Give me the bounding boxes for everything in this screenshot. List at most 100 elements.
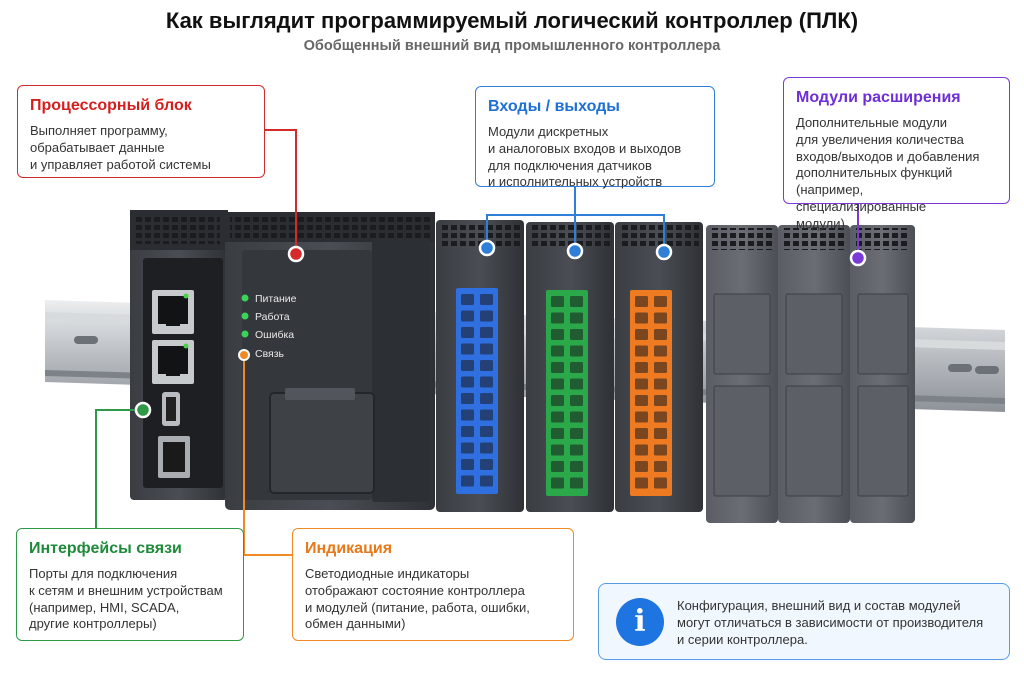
expansion-module-2 xyxy=(778,225,850,523)
terminal-screw-icon xyxy=(480,376,493,388)
terminal-screw-icon xyxy=(570,345,583,357)
callout-expansion: Модули расширения Дополнительные модули … xyxy=(783,77,1010,231)
terminal-screw-icon xyxy=(635,411,648,423)
terminal-screw-icon xyxy=(635,444,648,456)
terminal-screw-icon xyxy=(654,477,667,489)
terminal-screw-icon xyxy=(570,312,583,324)
terminal-screw-icon xyxy=(635,461,648,472)
terminal-screw-icon xyxy=(461,393,474,404)
led-label-error: Ошибка xyxy=(255,329,294,341)
terminal-screw-icon xyxy=(461,475,474,487)
terminal-screw-icon xyxy=(654,378,667,390)
cpu-hatch xyxy=(269,392,375,494)
terminal-screw-icon xyxy=(551,428,564,439)
terminal-screw-icon xyxy=(461,426,474,437)
terminal-screw-icon xyxy=(461,343,474,355)
terminal-screw-icon xyxy=(654,444,667,456)
terminal-screw-icon xyxy=(480,393,493,404)
callout-comms-body: Порты для подключения к сетям и внешним … xyxy=(29,565,223,632)
terminal-screw-icon xyxy=(551,345,564,357)
terminal-screw-icon xyxy=(635,395,648,406)
callout-comms: Интерфейсы связи Порты для подключения к… xyxy=(16,528,244,641)
terminal-screw-icon xyxy=(570,411,583,423)
callout-io: Входы / выходы Модули дискретных и анало… xyxy=(475,86,715,189)
terminal-screw-icon xyxy=(551,477,564,489)
led-error-icon xyxy=(241,330,249,338)
callout-indication-title: Индикация xyxy=(305,540,393,557)
terminal-screw-icon xyxy=(551,395,564,406)
callout-expansion-body: Дополнительные модули для увеличения кол… xyxy=(796,114,980,232)
expansion-module-1 xyxy=(706,225,778,523)
terminal-screw-icon xyxy=(635,378,648,390)
info-note-text: Конфигурация, внешний вид и состав модул… xyxy=(677,598,984,647)
cpu-module xyxy=(225,212,435,510)
marker-expansion-icon xyxy=(849,249,867,267)
terminal-screw-icon xyxy=(570,477,583,489)
callout-io-title: Входы / выходы xyxy=(488,98,620,115)
led-label-run: Работа xyxy=(255,311,290,323)
terminal-screw-icon xyxy=(461,376,474,388)
terminal-screw-icon xyxy=(635,296,648,307)
led-power-icon xyxy=(241,294,249,302)
page-title: Как выглядит программируемый логический … xyxy=(165,8,859,33)
terminal-screw-icon xyxy=(635,362,648,373)
info-note: i Конфигурация, внешний вид и состав мод… xyxy=(598,583,1010,660)
marker-io3-icon xyxy=(655,243,673,261)
expansion-module-3 xyxy=(850,225,915,523)
terminal-screw-icon xyxy=(551,312,564,324)
terminal-screw-icon xyxy=(635,477,648,489)
terminal-screw-icon xyxy=(551,411,564,423)
terminal-screw-icon xyxy=(654,296,667,307)
terminal-screw-icon xyxy=(461,459,474,470)
terminal-screw-icon xyxy=(461,409,474,421)
marker-comms-icon xyxy=(134,401,152,419)
terminal-screw-icon xyxy=(654,362,667,373)
terminal-screw-icon xyxy=(635,329,648,340)
page-subtitle: Обобщенный внешний вид промышленного кон… xyxy=(303,38,721,54)
terminal-screw-icon xyxy=(480,426,493,437)
terminal-screw-icon xyxy=(551,461,564,472)
terminal-screw-icon xyxy=(635,428,648,439)
terminal-screw-icon xyxy=(480,343,493,355)
terminal-screw-icon xyxy=(461,310,474,322)
terminal-screw-icon xyxy=(461,442,474,454)
info-icon: i xyxy=(616,598,664,646)
terminal-screw-icon xyxy=(461,360,474,371)
callout-cpu: Процессорный блок Выполняет программу, о… xyxy=(17,85,265,178)
terminal-screw-icon xyxy=(654,329,667,340)
terminal-screw-icon xyxy=(551,362,564,373)
marker-io2-icon xyxy=(566,242,584,260)
callout-indication-body: Светодиодные индикаторы отображают состо… xyxy=(305,565,530,632)
led-label-power: Питание xyxy=(255,293,297,305)
terminal-screw-icon xyxy=(654,411,667,423)
leader-lines xyxy=(95,129,859,556)
terminal-screw-icon xyxy=(635,312,648,324)
callout-io-body: Модули дискретных и аналоговых входов и … xyxy=(488,123,682,190)
terminal-screw-icon xyxy=(570,444,583,456)
marker-io1-icon xyxy=(478,239,496,257)
comms-module xyxy=(130,210,228,500)
terminal-screw-icon xyxy=(480,360,493,371)
terminal-screw-icon xyxy=(635,345,648,357)
terminal-screw-icon xyxy=(654,312,667,324)
terminal-screw-icon xyxy=(480,475,493,487)
terminal-screw-icon xyxy=(570,461,583,472)
marker-cpu-icon xyxy=(287,245,305,263)
terminal-screw-icon xyxy=(654,395,667,406)
terminal-screw-icon xyxy=(654,461,667,472)
terminal-screw-icon xyxy=(461,294,474,305)
terminal-screw-icon xyxy=(570,329,583,340)
callout-cpu-title: Процессорный блок xyxy=(30,97,192,114)
terminal-screw-icon xyxy=(654,428,667,439)
terminal-screw-icon xyxy=(551,378,564,390)
terminal-screw-icon xyxy=(480,327,493,338)
terminal-screw-icon xyxy=(570,296,583,307)
terminal-screw-icon xyxy=(551,296,564,307)
terminal-screw-icon xyxy=(480,310,493,322)
terminal-screw-icon xyxy=(480,294,493,305)
terminal-screw-icon xyxy=(570,395,583,406)
terminal-screw-icon xyxy=(480,409,493,421)
terminal-screw-icon xyxy=(570,362,583,373)
callout-indication: Индикация Светодиодные индикаторы отобра… xyxy=(292,528,574,641)
